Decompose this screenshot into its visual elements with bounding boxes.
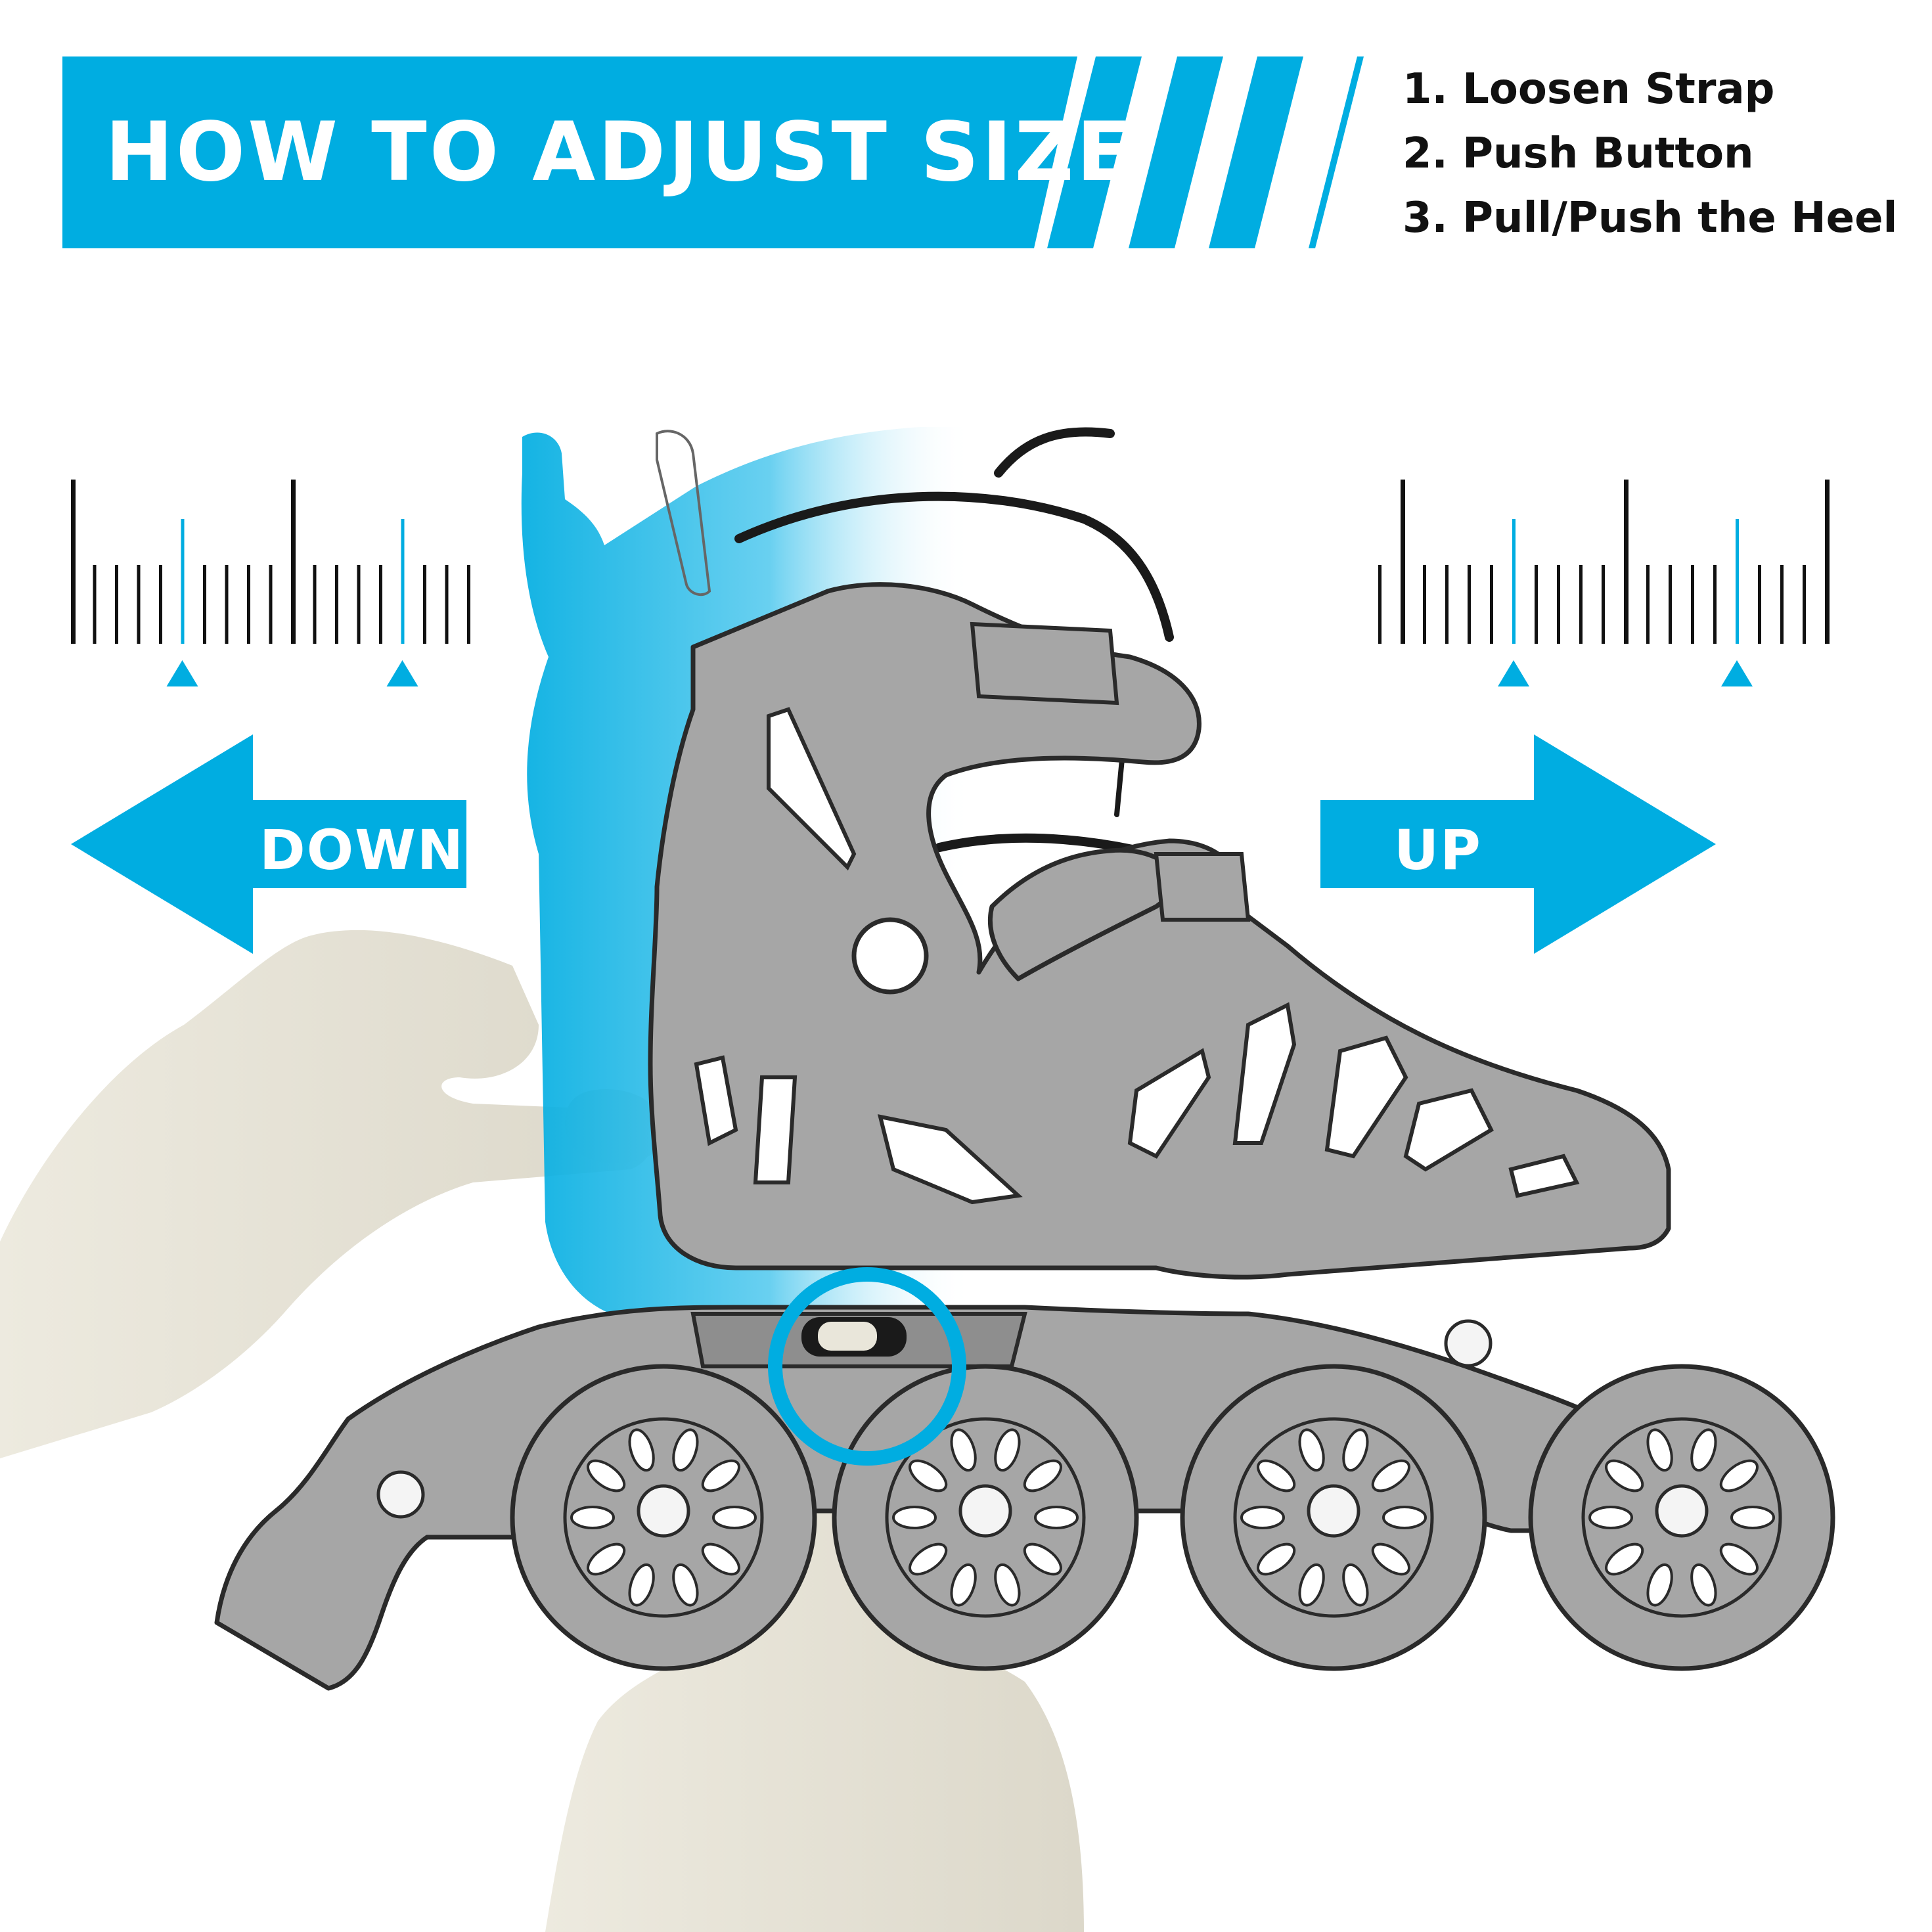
ruler-tick <box>357 565 361 644</box>
page-title: HOW TO ADJUST SIZE <box>105 105 1135 200</box>
top-strap-buckle <box>970 621 1119 706</box>
step-2: 2. Push Button <box>1403 129 1754 178</box>
up-label: UP <box>1394 818 1482 882</box>
ruler-tick <box>203 565 206 644</box>
ruler-tick <box>1557 565 1560 644</box>
ruler-tick <box>159 565 162 644</box>
step-1: 1. Loosen Strap <box>1403 65 1775 114</box>
ruler-tick <box>1401 480 1405 644</box>
cuff-tab-outline <box>656 430 711 596</box>
ruler-marker <box>1721 660 1753 686</box>
ruler-tick <box>1691 565 1694 644</box>
ruler-tick <box>313 565 317 644</box>
ruler-tick <box>1758 565 1761 644</box>
size-scale-right-icon <box>1378 480 1830 686</box>
ruler-tick <box>1423 565 1426 644</box>
banner-stripe <box>1209 56 1303 248</box>
ruler-tick <box>1780 565 1784 644</box>
step-3: 3. Pull/Push the Heel <box>1403 194 1898 242</box>
ruler-tick <box>93 565 97 644</box>
adjust-button[interactable] <box>801 1317 907 1357</box>
ruler-tick <box>1535 565 1538 644</box>
ruler-tick <box>269 565 273 644</box>
banner-stripe <box>1047 56 1142 248</box>
ruler-tick <box>1803 565 1806 644</box>
ruler-tick <box>1490 565 1493 644</box>
axle-bolt <box>376 1470 425 1519</box>
banner-divider <box>1309 56 1364 248</box>
wheel <box>1180 1364 1487 1671</box>
hinge-rivet <box>851 917 929 995</box>
ruler-tick <box>1624 480 1629 644</box>
ruler-tick <box>1512 519 1516 644</box>
size-scale-left-icon <box>71 480 470 686</box>
header-banner <box>62 56 1364 248</box>
circle-highlight-icon <box>768 1267 966 1466</box>
ruler-tick <box>335 565 338 644</box>
ruler-tick <box>181 519 185 644</box>
ruler-tick <box>423 565 426 644</box>
ruler-tick <box>1602 565 1605 644</box>
wheel <box>510 1364 817 1671</box>
ruler-tick <box>1736 519 1739 644</box>
boot-vents <box>694 707 1580 1205</box>
wheel <box>1528 1364 1835 1671</box>
ruler-tick <box>1468 565 1471 644</box>
arrow-right-icon <box>1320 734 1716 954</box>
ruler-tick <box>291 480 296 644</box>
ruler-tick <box>225 565 229 644</box>
ruler-tick <box>1445 565 1449 644</box>
ruler-tick <box>379 565 382 644</box>
ruler-tick <box>1579 565 1583 644</box>
ruler-marker <box>166 660 198 686</box>
ruler-tick <box>71 480 76 644</box>
ruler-marker <box>1498 660 1529 686</box>
ruler-tick <box>401 519 405 644</box>
right-hand <box>545 1337 1084 1932</box>
ruler-tick <box>1713 565 1717 644</box>
ruler-tick <box>1646 565 1650 644</box>
wheel <box>832 1364 1139 1671</box>
inline-skate-illustration <box>0 427 1835 1932</box>
ruler-tick <box>115 565 118 644</box>
down-label: DOWN <box>259 818 465 882</box>
ruler-tick <box>467 565 470 644</box>
arrow-left-icon <box>71 734 466 954</box>
ruler-tick <box>1825 480 1830 644</box>
ruler-tick <box>445 565 449 644</box>
banner-stripe <box>1129 56 1223 248</box>
ruler-tick <box>137 565 141 644</box>
ruler-marker <box>386 660 418 686</box>
ruler-tick <box>1669 565 1672 644</box>
axle-bolt <box>1444 1319 1493 1368</box>
ruler-tick <box>1378 565 1382 644</box>
middle-strap-buckle <box>1154 852 1251 922</box>
ruler-tick <box>247 565 250 644</box>
title-banner-bar <box>62 56 1077 248</box>
